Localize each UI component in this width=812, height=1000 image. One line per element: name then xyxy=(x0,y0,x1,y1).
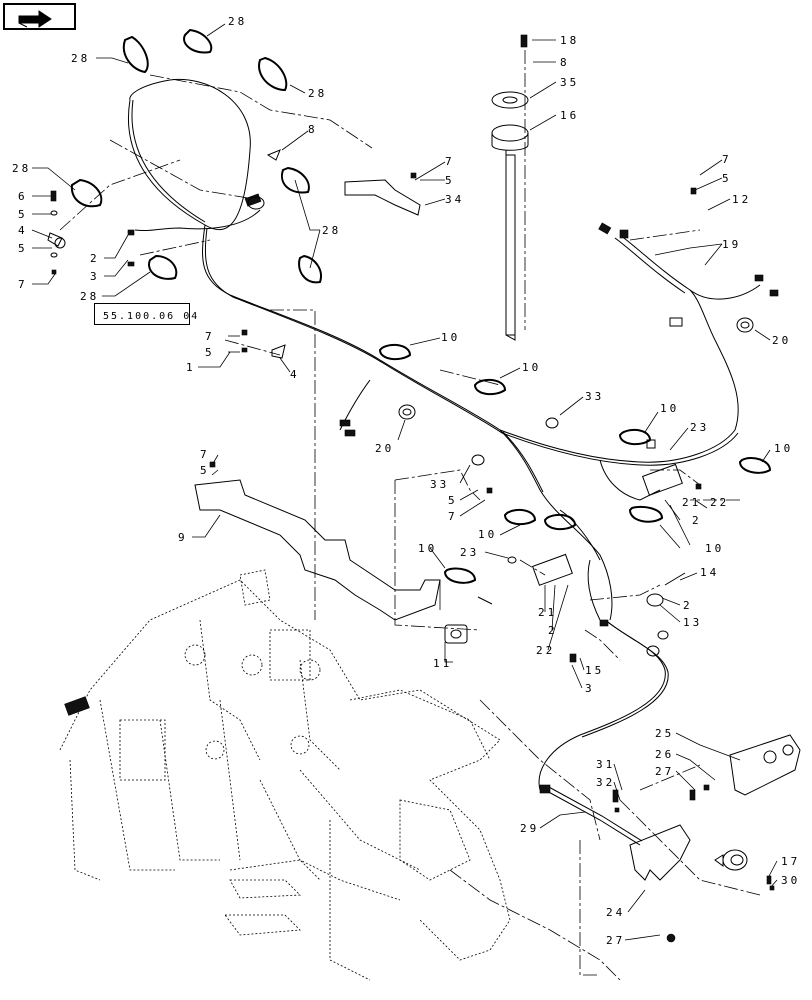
callout-5: 5 xyxy=(18,242,28,255)
center-lines xyxy=(59,50,761,981)
callout-28: 28 xyxy=(322,224,341,237)
tractor-body xyxy=(59,569,511,981)
callout-22: 22 xyxy=(710,496,729,509)
callout-5: 5 xyxy=(200,464,210,477)
callout-32: 32 xyxy=(596,776,615,789)
callout-7: 7 xyxy=(205,330,215,343)
callout-2: 2 xyxy=(692,514,702,527)
callout-18: 18 xyxy=(560,34,579,47)
callout-28: 28 xyxy=(12,162,31,175)
callout-23: 23 xyxy=(690,421,709,434)
leader-lines xyxy=(31,23,778,941)
callout-10: 10 xyxy=(522,361,541,374)
callout-10: 10 xyxy=(478,528,497,541)
callout-21: 21 xyxy=(682,496,701,509)
callout-2: 2 xyxy=(683,599,693,612)
callout-28: 28 xyxy=(80,290,99,303)
callout-28: 28 xyxy=(308,87,327,100)
callout-8: 8 xyxy=(308,123,318,136)
callout-7: 7 xyxy=(722,153,732,166)
connectors xyxy=(244,193,779,794)
callout-11: 11 xyxy=(433,657,452,670)
callout-15: 15 xyxy=(585,664,604,677)
callout-12: 12 xyxy=(732,193,751,206)
callout-31: 31 xyxy=(596,758,615,771)
wire-harness xyxy=(128,78,761,846)
callout-7: 7 xyxy=(200,448,210,461)
callout-2: 2 xyxy=(548,624,558,637)
callout-17: 17 xyxy=(781,855,800,868)
sender-rod xyxy=(491,34,529,341)
callout-6: 6 xyxy=(18,190,28,203)
callout-5: 5 xyxy=(205,346,215,359)
callout-1: 1 xyxy=(186,361,196,374)
callout-16: 16 xyxy=(560,109,579,122)
callout-21: 21 xyxy=(538,606,557,619)
bracket-34 xyxy=(344,179,421,216)
callout-3: 3 xyxy=(585,682,595,695)
callout-28: 28 xyxy=(228,15,247,28)
page-back-arrow-icon xyxy=(18,10,52,28)
callout-4: 4 xyxy=(290,368,300,381)
reference-box[interactable]: 55.100.06 04 xyxy=(94,303,197,325)
callout-2: 2 xyxy=(90,252,100,265)
callout-10: 10 xyxy=(418,542,437,555)
callout-10: 10 xyxy=(441,331,460,344)
callout-labels: 28 28 28 28 28 28 8 6 5 4 5 7 2 3 7 5 34… xyxy=(12,15,800,947)
callout-20: 20 xyxy=(772,334,791,347)
callout-5: 5 xyxy=(448,494,458,507)
callout-7: 7 xyxy=(18,278,28,291)
callout-29: 29 xyxy=(520,822,539,835)
nav-arrow-button[interactable] xyxy=(3,3,76,30)
callout-27: 27 xyxy=(606,934,625,947)
callout-24: 24 xyxy=(606,906,625,919)
callout-10: 10 xyxy=(774,442,793,455)
reference-box-label: 55.100.06 04 xyxy=(103,311,199,322)
callout-27: 27 xyxy=(655,765,674,778)
support-bar xyxy=(194,479,441,621)
callout-35: 35 xyxy=(560,76,579,89)
callout-10: 10 xyxy=(705,542,724,555)
callout-26: 26 xyxy=(655,748,674,761)
callout-30: 30 xyxy=(781,874,800,887)
callout-9: 9 xyxy=(178,531,188,544)
callout-7: 7 xyxy=(445,155,455,168)
callout-33: 33 xyxy=(585,390,604,403)
callout-34: 34 xyxy=(445,193,464,206)
lamp-bracket xyxy=(629,734,801,943)
callout-28: 28 xyxy=(71,52,90,65)
callout-13: 13 xyxy=(683,616,702,629)
callout-5: 5 xyxy=(445,174,455,187)
callout-19: 19 xyxy=(722,238,741,251)
callout-14: 14 xyxy=(700,566,719,579)
callout-22: 22 xyxy=(536,644,555,657)
callout-7: 7 xyxy=(448,510,458,523)
callout-25: 25 xyxy=(655,727,674,740)
callout-3: 3 xyxy=(90,270,100,283)
callout-4: 4 xyxy=(18,224,28,237)
callout-33: 33 xyxy=(430,478,449,491)
callout-23: 23 xyxy=(460,546,479,559)
callout-20: 20 xyxy=(375,442,394,455)
callout-10: 10 xyxy=(660,402,679,415)
callout-8: 8 xyxy=(560,56,570,69)
callout-5: 5 xyxy=(18,208,28,221)
callout-5: 5 xyxy=(722,172,732,185)
